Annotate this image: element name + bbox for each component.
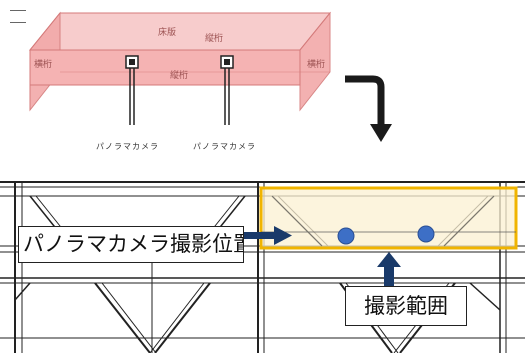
camera-label-1: パノラマカメラ <box>96 142 159 151</box>
crossbeam-left-label: 横桁 <box>34 60 53 70</box>
panorama-camera-2 <box>220 55 234 125</box>
front-girder-face <box>29 49 301 86</box>
turn-down-arrow <box>345 75 392 142</box>
crossbeam-right-label: 横桁 <box>307 60 326 70</box>
camera-position-dot <box>337 227 355 245</box>
shooting-range-label: 撮影範囲 <box>345 286 467 326</box>
stringer-top-label: 縦桁 <box>205 34 224 44</box>
up-arrow <box>377 252 401 287</box>
deck-label: 床版 <box>158 28 177 38</box>
top-left-dash-line <box>10 10 26 11</box>
right-arrow <box>244 226 292 245</box>
top-left-dash-line <box>10 22 26 23</box>
camera-position-callout: パノラマカメラ撮影位置 <box>18 226 244 263</box>
camera-position-dot <box>417 225 435 243</box>
shooting-range-box <box>259 186 518 250</box>
deck-top-face <box>28 12 332 51</box>
panorama-camera-1 <box>125 55 139 125</box>
camera-label-2: パノラマカメラ <box>193 142 256 151</box>
stringer-front-label: 縦桁 <box>170 71 189 81</box>
